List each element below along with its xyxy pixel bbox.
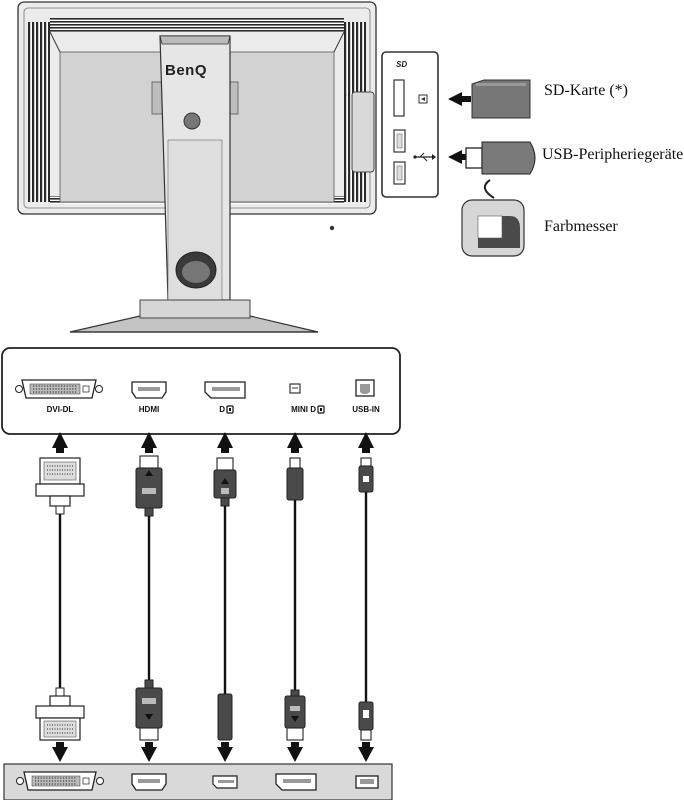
sd-card-slot[interactable] [393, 79, 405, 117]
dvi-cable [35, 457, 85, 741]
down-arrows [52, 742, 374, 762]
pc-displayport-port[interactable] [275, 773, 317, 791]
up-arrows [52, 432, 374, 453]
mini-displayport-cable [284, 457, 306, 741]
displayport-port[interactable] [204, 381, 246, 399]
usb-in-port[interactable] [355, 379, 375, 397]
pc-mini-displayport-port[interactable] [212, 775, 238, 789]
sd-card-device [471, 79, 531, 119]
rear-port-panel [1, 347, 401, 435]
pc-hdmi-port[interactable] [131, 773, 167, 791]
port-label-minidp: MINI D [291, 405, 316, 414]
side-port-panel [381, 51, 439, 198]
port-label-dp: D [219, 405, 225, 414]
dvi-port[interactable] [15, 379, 103, 399]
mini-displayport-logo-icon [317, 405, 325, 414]
monitor-stand [69, 35, 319, 333]
port-label-dvi: DVI-DL [46, 405, 74, 414]
vent-left [28, 22, 50, 202]
brand-logo: BenQ [165, 62, 208, 79]
hdmi-cable [135, 455, 163, 741]
port-label-usbin: USB-IN [352, 405, 380, 414]
pc-usb-port[interactable] [355, 775, 379, 789]
side-arrows [448, 92, 471, 164]
hdmi-port[interactable] [131, 381, 167, 399]
colorimeter-device [461, 179, 525, 257]
sd-card-label: SD-Karte (*) [544, 82, 628, 99]
vent-top [50, 18, 344, 32]
port-label-hdmi: HDMI [138, 405, 160, 414]
usb-peripheral-label: USB-Peripheriegeräte [542, 146, 684, 163]
mini-displayport-port[interactable] [289, 383, 301, 394]
colorimeter-label: Farbmesser [544, 218, 618, 235]
usb-cable [358, 457, 374, 741]
pc-dvi-port[interactable] [16, 771, 104, 791]
sd-logo-icon: SD [396, 60, 408, 69]
usb-stick-device [465, 141, 536, 175]
displayport-cable [213, 457, 237, 741]
usb-icon [413, 152, 436, 162]
displayport-logo-icon [226, 405, 234, 414]
